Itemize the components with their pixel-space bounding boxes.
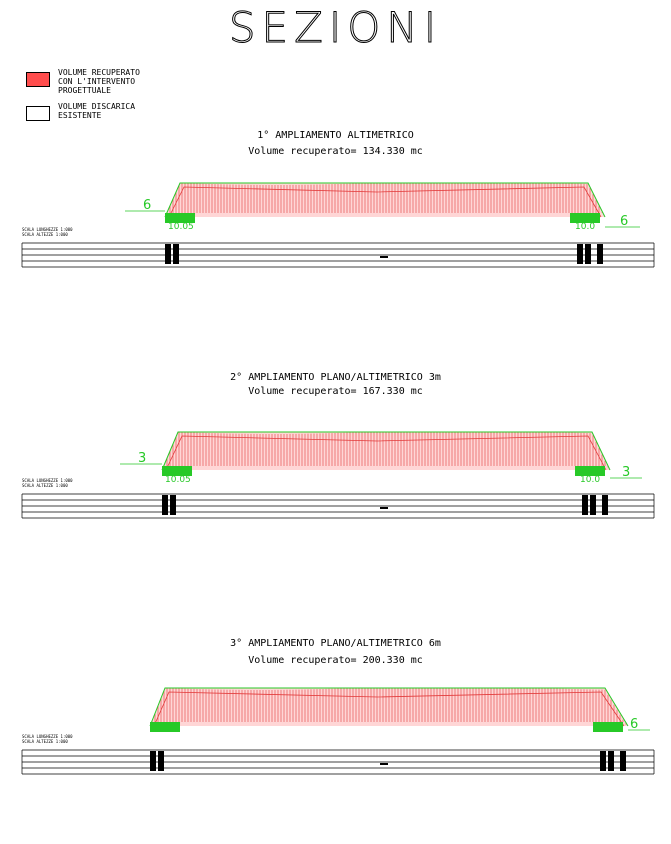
band-tick-column: [585, 244, 591, 264]
band-tick-column: [597, 244, 603, 264]
band-tick-column: [170, 495, 176, 515]
design-profile-line: [168, 186, 602, 218]
legend-label: VOLUME RECUPERATO CON L'INTERVENTO PROGE…: [58, 68, 140, 95]
scale-note: SCALA LUNGHEZZE 1:000: [22, 478, 73, 483]
section-2-heading: 2° AMPLIAMENTO PLANO/ALTIMETRICO 3m: [230, 372, 441, 383]
band-tick-column: [150, 751, 156, 771]
right-dimension-label: 6: [630, 717, 638, 732]
scale-note: SCALA ALTEZZE 1:000: [22, 232, 68, 237]
left-sub-dimension-label: 10.05: [168, 222, 194, 232]
left-sub-dimension-label: 10.05: [165, 475, 191, 485]
band-tick-column: [173, 244, 179, 264]
existing-profile-line: [149, 687, 629, 727]
scale-note: SCALA LUNGHEZZE 1:000: [22, 734, 73, 739]
design-profile-line: [153, 691, 625, 727]
scale-note: SCALA ALTEZZE 1:000: [22, 739, 68, 744]
existing-profile-line: [164, 182, 606, 218]
legend-swatch-white: [26, 106, 50, 121]
legend-swatch-red: [26, 72, 50, 87]
right-base-block: [575, 466, 605, 476]
legend: VOLUME RECUPERATO CON L'INTERVENTO PROGE…: [26, 68, 226, 136]
band-tick-column: [600, 751, 606, 771]
scale-note: SCALA ALTEZZE 1:000: [22, 483, 68, 488]
right-sub-dimension-label: 10.0: [575, 222, 595, 232]
section-1-heading: 1° AMPLIAMENTO ALTIMETRICO: [257, 130, 414, 141]
left-dimension-label: 3: [138, 451, 146, 466]
band-tick-column: [165, 244, 171, 264]
band-tick-column: [620, 751, 626, 771]
section-3-volume: Volume recuperato= 200.330 mc: [248, 655, 423, 666]
scale-note: SCALA LUNGHEZZE 1:000: [22, 227, 73, 232]
left-dimension-label: 6: [143, 198, 151, 213]
left-base-block: [165, 213, 195, 223]
band-tick-column: [158, 751, 164, 771]
section-3-heading: 3° AMPLIAMENTO PLANO/ALTIMETRICO 6m: [230, 638, 441, 649]
section-2-volume: Volume recuperato= 167.330 mc: [248, 386, 423, 397]
section-1-volume: Volume recuperato= 134.330 mc: [248, 146, 423, 157]
band-tick-column: [577, 244, 583, 264]
right-dimension-label: 3: [622, 465, 630, 480]
right-base-block: [570, 213, 600, 223]
band-tick-column: [590, 495, 596, 515]
band-tick-column: [602, 495, 608, 515]
existing-profile-line: [161, 431, 611, 471]
band-tick-column: [582, 495, 588, 515]
band-center-mark: [380, 256, 388, 258]
left-base-block: [150, 722, 180, 732]
right-dimension-label: 6: [620, 214, 628, 229]
legend-item-recovered: VOLUME RECUPERATO CON L'INTERVENTO PROGE…: [26, 68, 226, 102]
right-base-block: [593, 722, 623, 732]
legend-item-existing: VOLUME DISCARICA ESISTENTE: [26, 102, 226, 136]
band-tick-column: [608, 751, 614, 771]
left-base-block: [162, 466, 192, 476]
drawing-title: SEZIONI: [228, 3, 443, 52]
right-sub-dimension-label: 10.0: [580, 475, 600, 485]
design-profile-line: [165, 435, 607, 471]
band-tick-column: [162, 495, 168, 515]
legend-label: VOLUME DISCARICA ESISTENTE: [58, 102, 136, 120]
band-center-mark: [380, 763, 388, 765]
band-center-mark: [380, 507, 388, 509]
